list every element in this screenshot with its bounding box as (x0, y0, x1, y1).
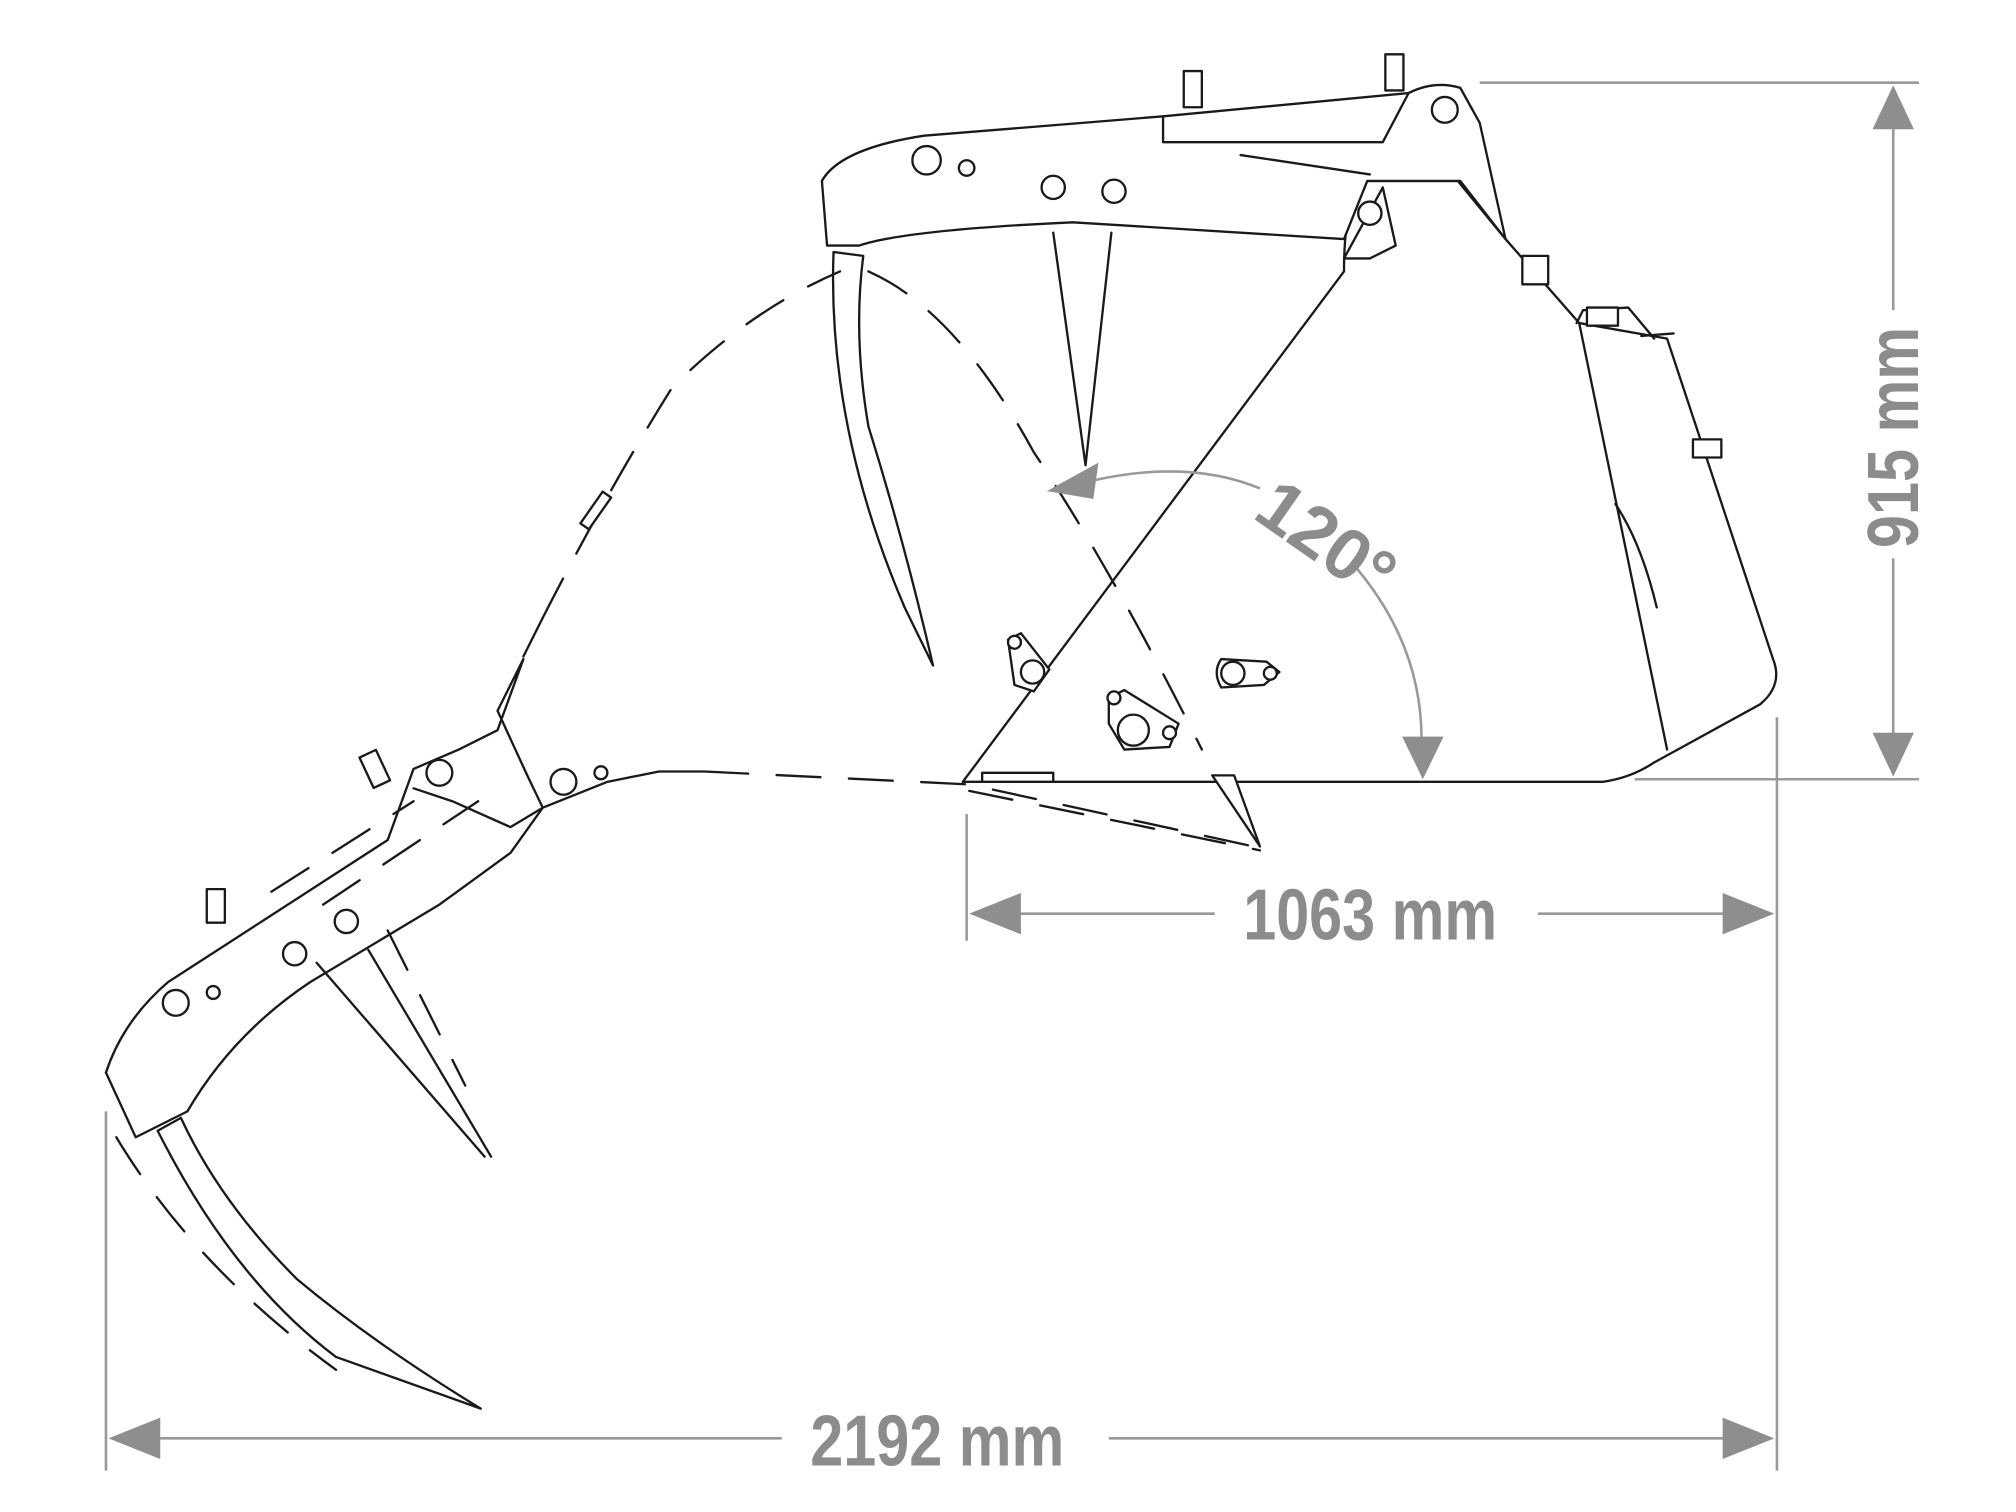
grapple-tine-open (156, 1116, 482, 1410)
bucket-fitting (1691, 438, 1723, 459)
pin-icon (333, 908, 360, 935)
length-label: 2192 mm (810, 1401, 1064, 1482)
grease-nipple (1384, 53, 1405, 92)
bucket-fitting (1585, 306, 1620, 327)
pin-icon (957, 159, 976, 177)
length-dimension: 2192 mm (104, 1111, 1775, 1482)
pin-icon (549, 767, 578, 796)
grapple-tine-closed (831, 250, 935, 667)
depth-label: 1063 mm (1243, 875, 1497, 956)
pin-icon (425, 758, 454, 787)
pin-icon (1357, 200, 1383, 227)
depth-dimension: 1063 mm (965, 717, 1779, 1471)
pin-icon (1161, 725, 1178, 741)
grease-nipple (205, 887, 227, 924)
arrow-icon (1046, 462, 1099, 499)
open-grease-fitting (579, 490, 613, 531)
arrow-icon (1872, 85, 1914, 130)
arrow-icon (1722, 892, 1775, 935)
pin-icon (1262, 665, 1278, 681)
pin-icon (1019, 659, 1046, 685)
bucket-fitting (1521, 254, 1550, 286)
pin-icon (205, 984, 221, 1001)
pin-icon (1101, 178, 1127, 205)
pin-icon (281, 940, 308, 967)
pin-icon (1430, 95, 1459, 124)
pin-icon (161, 988, 190, 1017)
pin-icon (1006, 634, 1023, 650)
arrow-icon (1402, 736, 1444, 780)
arrow-icon (1722, 1417, 1775, 1460)
arrow-icon (1872, 732, 1914, 777)
pin-icon (911, 144, 942, 176)
pin-icon (1116, 713, 1151, 747)
pin-icon (1040, 174, 1067, 201)
pin-icon (1220, 660, 1246, 687)
pin-icon (1106, 690, 1122, 706)
grease-nipple (358, 748, 392, 790)
pin-icon (593, 765, 609, 781)
grapple-open (104, 270, 1262, 1410)
height-label: 915 mm (1853, 327, 1934, 548)
bucket-pins (1006, 632, 1281, 751)
height-dimension: 915 mm (1479, 81, 1934, 781)
arrow-icon (969, 892, 1021, 935)
grapple-closed (820, 53, 1507, 667)
arrow-icon (108, 1417, 161, 1460)
grease-nipple (1182, 69, 1204, 109)
